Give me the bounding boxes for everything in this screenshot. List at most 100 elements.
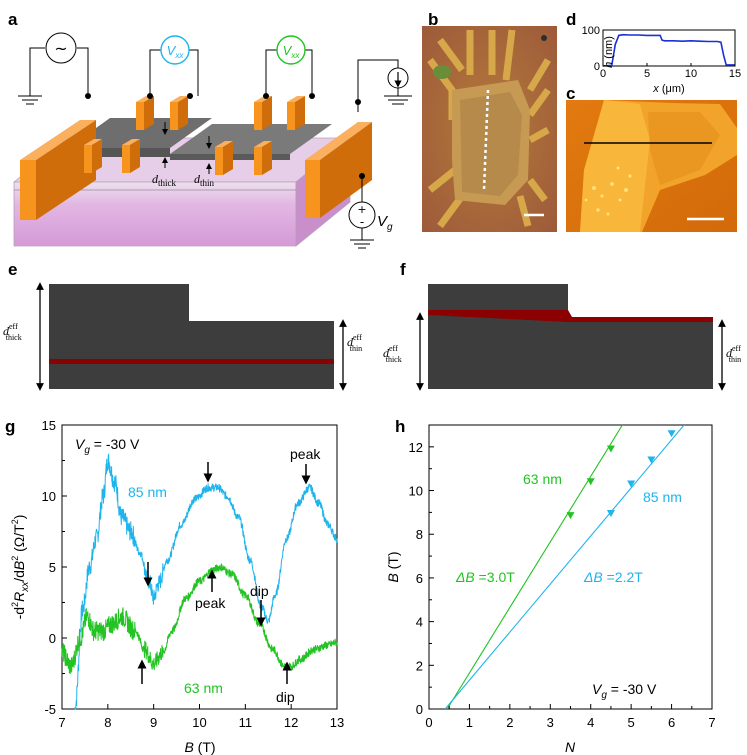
label-dip-1: dip xyxy=(250,583,269,599)
gate-source-icon xyxy=(348,201,376,229)
panel-label-h: h xyxy=(395,417,405,436)
data-point xyxy=(667,430,676,438)
voltmeter-2-label: Vxx xyxy=(283,43,301,60)
conducting-layer-f xyxy=(428,310,713,322)
h-xtick-label: 4 xyxy=(587,715,594,730)
h-ytick-label: 8 xyxy=(416,527,423,542)
data-point xyxy=(566,512,575,520)
label-peak-2: peak xyxy=(195,595,226,611)
h-ytick-label: 12 xyxy=(409,440,423,455)
g-xtick-label: 10 xyxy=(192,715,206,730)
legend-h-85nm: 85 nm xyxy=(643,489,682,505)
electrode-left xyxy=(20,160,36,220)
legend-h-63nm: 63 nm xyxy=(523,471,562,487)
h-xtick-label: 1 xyxy=(466,715,473,730)
plot-h-ylabel: B (T) xyxy=(385,551,401,582)
svg-text:+: + xyxy=(357,203,366,216)
afm-image xyxy=(566,100,737,232)
delta-b-85nm: ΔB =2.2T xyxy=(583,569,643,585)
h-ytick-label: 0 xyxy=(416,702,423,717)
d-thin-label: dthin xyxy=(194,172,215,188)
legend-63nm: 63 nm xyxy=(184,680,223,696)
voltmeter-1-label: Vxx xyxy=(167,43,185,60)
g-xtick-label: 9 xyxy=(150,715,157,730)
legend-85nm: 85 nm xyxy=(128,484,167,500)
plot-d-ylabel: h (nm) xyxy=(603,36,615,68)
data-point xyxy=(606,445,615,453)
d-ytick-label: 100 xyxy=(582,25,600,37)
label-peak-1: peak xyxy=(290,446,321,462)
plot-d-xlabel: x (μm) xyxy=(652,83,684,95)
plot-h-annotation: Vg = -30 V xyxy=(592,681,657,701)
h-xtick-label: 5 xyxy=(628,715,635,730)
panel-label-g: g xyxy=(5,417,15,436)
h-xtick-label: 6 xyxy=(668,715,675,730)
flake-profile-f xyxy=(428,284,713,389)
series-line-0 xyxy=(74,453,338,710)
voltmeter-1-icon xyxy=(160,35,190,65)
h-xtick-label: 7 xyxy=(708,715,715,730)
g-ytick-label: -5 xyxy=(44,702,56,717)
g-xtick-label: 13 xyxy=(330,715,344,730)
panel-label-c: c xyxy=(566,84,575,103)
d-xtick-label: 5 xyxy=(644,68,650,80)
plot-g-ylabel: -d2Rxx/dB2 (Ω/T2) xyxy=(10,515,31,620)
data-point xyxy=(606,509,615,517)
h-ytick-label: 6 xyxy=(416,571,423,586)
flake-profile-e xyxy=(49,284,334,389)
data-point xyxy=(627,480,636,488)
height-profile-plot: 0 5 10 15 0 100 h (nm) x (μm) xyxy=(582,25,741,95)
g-ytick-label: 10 xyxy=(42,489,56,504)
height-profile-line xyxy=(602,33,735,67)
plot-g-xlabel: B (T) xyxy=(184,739,215,755)
linecut-marker xyxy=(482,89,490,191)
h-ytick-label: 4 xyxy=(416,615,423,630)
data-point xyxy=(647,456,656,464)
conducting-layer-e xyxy=(49,359,334,364)
d-xtick-label: 10 xyxy=(685,68,697,80)
panel-label-d: d xyxy=(566,10,576,29)
plot-h-xlabel: N xyxy=(565,739,576,755)
vg-label: Vg xyxy=(377,213,393,233)
probe-contacts xyxy=(84,96,305,175)
panel-label-f: f xyxy=(400,260,406,279)
d-ytick-label: 0 xyxy=(594,61,600,73)
plot-h-frame xyxy=(428,424,713,710)
panel-label-e: e xyxy=(8,260,17,279)
ac-source-symbol: ~ xyxy=(54,39,67,58)
voltmeter-2-icon xyxy=(276,35,306,65)
g-ytick-label: 0 xyxy=(49,631,56,646)
h-xtick-label: 0 xyxy=(425,715,432,730)
label-dip-2: dip xyxy=(276,689,295,705)
panel-label-a: a xyxy=(8,10,18,29)
g-ytick-label: 15 xyxy=(42,418,56,433)
g-xtick-label: 8 xyxy=(104,715,111,730)
plot-g-annotation: Vg = -30 V xyxy=(75,436,140,456)
h-ytick-label: 2 xyxy=(416,658,423,673)
d-xtick-label: 0 xyxy=(600,68,606,80)
fit-line-0 xyxy=(446,425,624,709)
optical-micrograph xyxy=(422,26,557,232)
g-xtick-label: 12 xyxy=(284,715,298,730)
h-ytick-label: 10 xyxy=(409,484,423,499)
svg-text:-: - xyxy=(360,215,364,229)
h-xtick-label: 2 xyxy=(506,715,513,730)
series-line-1 xyxy=(61,563,338,674)
d-xtick-label: 15 xyxy=(729,68,741,80)
circuit-wires xyxy=(18,47,412,249)
panel-label-b: b xyxy=(428,10,438,29)
data-point xyxy=(586,478,595,486)
h-xtick-label: 3 xyxy=(547,715,554,730)
electrode-right xyxy=(305,160,320,218)
g-xtick-label: 11 xyxy=(239,715,253,730)
d-thick-label: dthick xyxy=(152,172,176,188)
device-schematic: ~ Vxx Vxx + - Vg dthick dthin xyxy=(12,32,412,249)
